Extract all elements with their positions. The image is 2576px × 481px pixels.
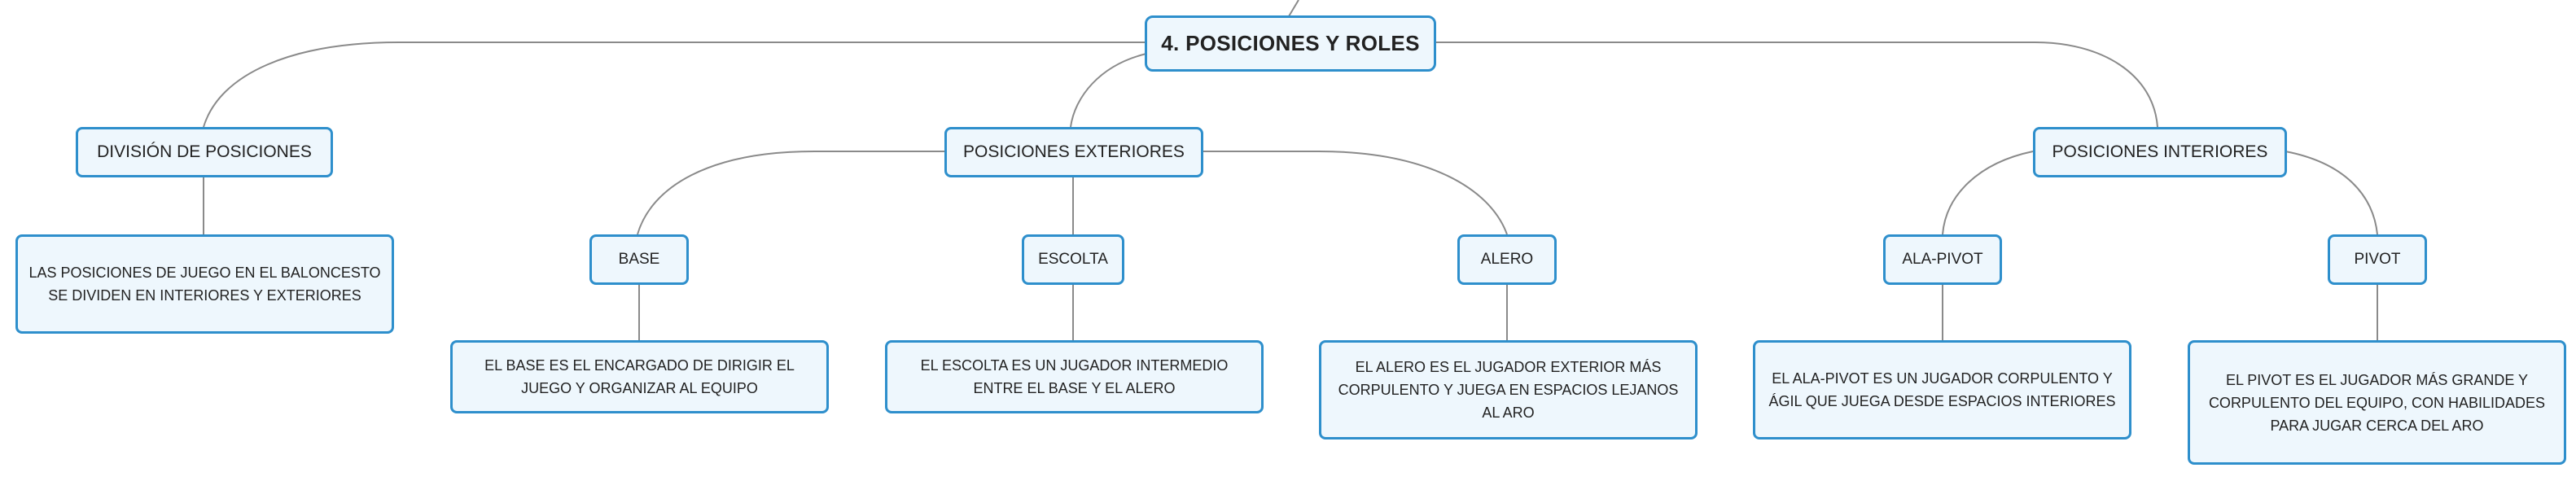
escolta-title: ESCOLTA — [1038, 251, 1108, 268]
connector-exteriores-alero — [1203, 151, 1508, 235]
alero-description-node[interactable]: EL ALERO ES EL JUGADOR EXTERIOR MÁS CORP… — [1319, 340, 1698, 439]
connector-root-interiores — [1433, 42, 2158, 128]
connector-root-division — [203, 42, 1146, 128]
interiores-title: POSICIONES INTERIORES — [2052, 142, 2268, 161]
escolta-description-node[interactable]: EL ESCOLTA ES UN JUGADOR INTERMEDIO ENTR… — [885, 340, 1264, 413]
base-title: BASE — [618, 251, 660, 268]
division-description: LAS POSICIONES DE JUEGO EN EL BALONCESTO… — [28, 265, 381, 304]
alapivot-node[interactable]: ALA-PIVOT — [1883, 234, 2002, 285]
connector-exteriores-base — [637, 151, 944, 235]
exteriores-node[interactable]: POSICIONES EXTERIORES — [944, 127, 1203, 177]
base-description: EL BASE ES EL ENCARGADO DE DIRIGIR EL JU… — [484, 357, 795, 396]
connector-interiores-pivot — [2285, 151, 2378, 235]
alero-title: ALERO — [1480, 251, 1534, 268]
alero-node[interactable]: ALERO — [1457, 234, 1557, 285]
alapivot-description: EL ALA-PIVOT ES UN JUGADOR CORPULENTO Y … — [1768, 370, 2116, 409]
alapivot-description-node[interactable]: EL ALA-PIVOT ES UN JUGADOR CORPULENTO Y … — [1753, 340, 2131, 439]
division-title: DIVISIÓN DE POSICIONES — [97, 142, 312, 161]
connector-interiores-alapivot — [1942, 151, 2034, 235]
root-node[interactable]: 4. POSICIONES Y ROLES — [1145, 15, 1436, 72]
escolta-description: EL ESCOLTA ES UN JUGADOR INTERMEDIO ENTR… — [920, 357, 1229, 396]
pivot-title: PIVOT — [2354, 251, 2401, 268]
escolta-node[interactable]: ESCOLTA — [1022, 234, 1124, 285]
pivot-node[interactable]: PIVOT — [2328, 234, 2427, 285]
division-description-node[interactable]: LAS POSICIONES DE JUEGO EN EL BALONCESTO… — [15, 234, 394, 334]
base-description-node[interactable]: EL BASE ES EL ENCARGADO DE DIRIGIR EL JU… — [450, 340, 829, 413]
pivot-description-node[interactable]: EL PIVOT ES EL JUGADOR MÁS GRANDE Y CORP… — [2188, 340, 2566, 465]
connector-root-exteriores — [1070, 53, 1147, 128]
exteriores-title: POSICIONES EXTERIORES — [963, 142, 1185, 161]
division-node[interactable]: DIVISIÓN DE POSICIONES — [76, 127, 333, 177]
alero-description: EL ALERO ES EL JUGADOR EXTERIOR MÁS CORP… — [1338, 359, 1679, 421]
root-title: 4. POSICIONES Y ROLES — [1161, 31, 1420, 55]
base-node[interactable]: BASE — [589, 234, 689, 285]
connector-root-parent — [1288, 0, 1299, 17]
pivot-description: EL PIVOT ES EL JUGADOR MÁS GRANDE Y CORP… — [2208, 371, 2546, 434]
alapivot-title: ALA-PIVOT — [1902, 251, 1983, 268]
interiores-node[interactable]: POSICIONES INTERIORES — [2033, 127, 2287, 177]
